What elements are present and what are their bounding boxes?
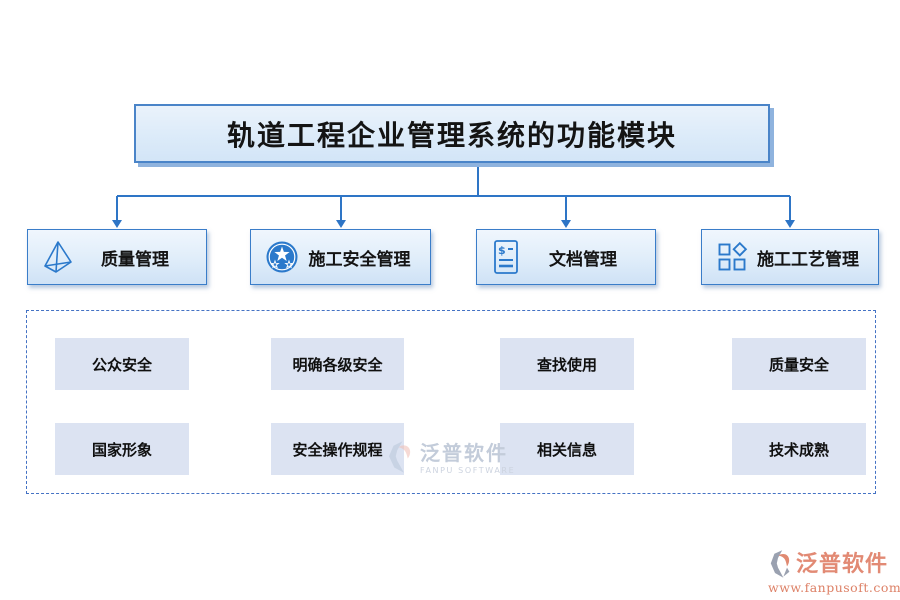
svg-text:$: $ [498,244,506,257]
module-box-quality: 质量管理 [27,229,207,285]
module-label: 文档管理 [549,249,617,270]
feature-box: 质量安全 [732,338,866,390]
feature-box: 国家形象 [55,423,189,475]
watermark-corner: 泛普软件 www.fanpusoft.com [768,549,900,595]
module-label: 施工安全管理 [308,249,411,270]
module-label: 质量管理 [101,249,169,270]
feature-box: 安全操作规程 [271,423,404,475]
fanpu-logo-icon [770,550,790,578]
invoice-icon: $ [494,240,518,274]
module-box-document: $ 文档管理 [476,229,656,285]
module-box-process: 施工工艺管理 [701,229,879,285]
feature-box: 技术成熟 [732,423,866,475]
feature-box: 相关信息 [500,423,634,475]
pyramid-icon [44,241,72,273]
shapes-grid-icon [718,241,748,271]
watermark-url-text: www.fanpusoft.com [768,580,900,595]
feature-panel [26,310,876,494]
watermark-brand-text: 泛普软件 [796,551,889,577]
feature-box: 公众安全 [55,338,189,390]
diagram-title: 轨道工程企业管理系统的功能模块 [226,118,677,152]
medal-star-icon [266,241,298,273]
feature-box: 明确各级安全 [271,338,404,390]
feature-box: 查找使用 [500,338,634,390]
module-box-safety: 施工安全管理 [250,229,431,285]
module-label: 施工工艺管理 [757,249,859,270]
diagram-title-box: 轨道工程企业管理系统的功能模块 [134,104,770,163]
